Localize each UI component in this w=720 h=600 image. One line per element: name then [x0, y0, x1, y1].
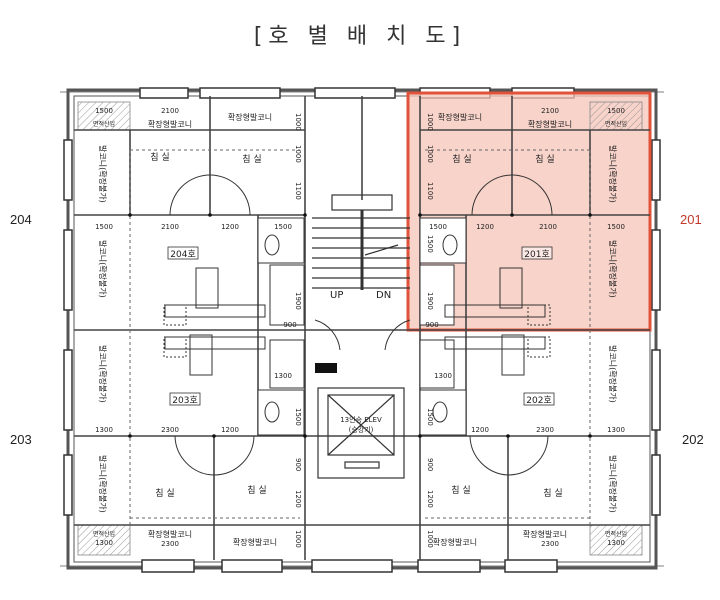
service-balcony-label: 발코니(확장불가): [98, 240, 108, 298]
unit-203-label: 203호: [172, 395, 197, 406]
svg-text:1500: 1500: [426, 235, 434, 253]
svg-text:1500: 1500: [429, 223, 447, 231]
svg-text:2100: 2100: [539, 223, 557, 231]
bedroom-label: 침 실: [247, 485, 266, 496]
svg-text:1300: 1300: [607, 426, 625, 434]
grid-points: [128, 213, 592, 438]
bedroom-label: 침 실: [451, 485, 470, 496]
svg-text:900: 900: [294, 458, 302, 471]
service-balcony-label: 발코니(확장불가): [98, 455, 108, 513]
kitchens: [163, 267, 551, 376]
balcony-label: 확장형발코니: [433, 537, 477, 547]
bedroom-label: 침 실: [242, 154, 261, 165]
svg-text:1100: 1100: [426, 182, 434, 200]
svg-text:1200: 1200: [294, 490, 302, 508]
elevator: [317, 387, 405, 479]
balcony-label: 확장형발코니: [148, 529, 192, 539]
outdoor-label: 면적산입: [605, 530, 627, 538]
service-balcony-label: 발코니(확장불가): [608, 145, 618, 203]
bathrooms: [257, 217, 467, 436]
balcony-label: 확장형발코니: [148, 119, 192, 129]
outdoor-area-hatch: [77, 101, 643, 556]
svg-text:1300: 1300: [274, 372, 292, 380]
svg-text:1900: 1900: [294, 292, 302, 310]
unit-label-204: 204: [10, 212, 32, 227]
fire-extinguisher-box: [315, 363, 337, 373]
svg-text:1200: 1200: [221, 426, 239, 434]
svg-text:2100: 2100: [161, 107, 179, 115]
bedroom-label: 침 실: [452, 154, 471, 165]
svg-text:1500: 1500: [274, 223, 292, 231]
unit-202-label: 202호: [526, 395, 551, 406]
bedroom-label: 침 실: [543, 488, 562, 499]
bedroom-label: 침 실: [155, 488, 174, 499]
svg-text:900: 900: [283, 321, 296, 329]
elevator-label: 13인승 ELEV: [340, 415, 382, 424]
bedroom-label: 침 실: [150, 152, 169, 163]
balcony-label: 확장형발코니: [228, 112, 272, 122]
svg-text:1500: 1500: [607, 107, 625, 115]
svg-text:1200: 1200: [476, 223, 494, 231]
svg-text:1300: 1300: [607, 539, 625, 547]
balcony-label: 확장형발코니: [523, 529, 567, 539]
outdoor-label: 면적산입: [605, 120, 627, 128]
svg-text:1200: 1200: [471, 426, 489, 434]
svg-text:1200: 1200: [426, 490, 434, 508]
svg-text:1200: 1200: [221, 223, 239, 231]
walls: [74, 96, 650, 560]
stairs: [312, 194, 410, 290]
svg-text:1000: 1000: [294, 145, 302, 163]
service-balcony-label: 발코니(확장불가): [608, 240, 618, 298]
svg-text:1000: 1000: [426, 113, 434, 131]
dashed-lines: [129, 149, 591, 525]
service-balcony-label: 발코니(확장불가): [98, 145, 108, 203]
svg-text:1500: 1500: [426, 408, 434, 426]
service-balcony-label: 발코니(확장불가): [608, 455, 618, 513]
svg-text:1100: 1100: [294, 182, 302, 200]
svg-text:1500: 1500: [95, 107, 113, 115]
svg-text:1900: 1900: [426, 292, 434, 310]
outdoor-label: 면적산입: [93, 120, 115, 128]
svg-text:2100: 2100: [541, 107, 559, 115]
page-title: [호 별 배 치 도]: [253, 24, 467, 49]
svg-text:2100: 2100: [161, 223, 179, 231]
stair-up-label: UP: [330, 290, 343, 301]
stair-down-label: DN: [376, 290, 391, 301]
dimension-labels: 1500 2100 2100 1500 1500 2100 1200 1500 …: [95, 107, 625, 548]
svg-text:1500: 1500: [95, 223, 113, 231]
unit-201-label: 201호: [524, 249, 549, 260]
balcony-label: 확장형발코니: [438, 112, 482, 122]
unit-label-202: 202: [682, 432, 704, 447]
svg-text:1000: 1000: [426, 145, 434, 163]
svg-text:1000: 1000: [426, 530, 434, 548]
svg-text:2300: 2300: [161, 426, 179, 434]
balcony-label: 확장형발코니: [528, 119, 572, 129]
svg-text:2300: 2300: [536, 426, 554, 434]
svg-text:2300: 2300: [161, 540, 179, 548]
bedroom-label: 침 실: [535, 154, 554, 165]
service-balcony-label: 발코니(확장불가): [608, 345, 618, 403]
svg-text:900: 900: [426, 458, 434, 471]
doors: [169, 174, 553, 476]
svg-text:1300: 1300: [434, 372, 452, 380]
svg-text:900: 900: [425, 321, 438, 329]
svg-text:1300: 1300: [95, 426, 113, 434]
svg-text:1500: 1500: [294, 408, 302, 426]
svg-text:1000: 1000: [294, 113, 302, 131]
svg-text:1000: 1000: [294, 530, 302, 548]
service-balcony-label: 발코니(확장불가): [98, 345, 108, 403]
outdoor-label: 면적산입: [93, 530, 115, 538]
unit-label-201: 201: [680, 212, 702, 227]
windows-side: [63, 139, 661, 516]
svg-text:1300: 1300: [95, 539, 113, 547]
elevator-sublabel: (승강기): [349, 425, 374, 434]
svg-text:1500: 1500: [607, 223, 625, 231]
unit-204-label: 204호: [170, 249, 195, 260]
balcony-label: 확장형발코니: [233, 537, 277, 547]
windows-bottom: [141, 559, 558, 573]
unit-label-203: 203: [10, 432, 32, 447]
svg-text:2300: 2300: [541, 540, 559, 548]
